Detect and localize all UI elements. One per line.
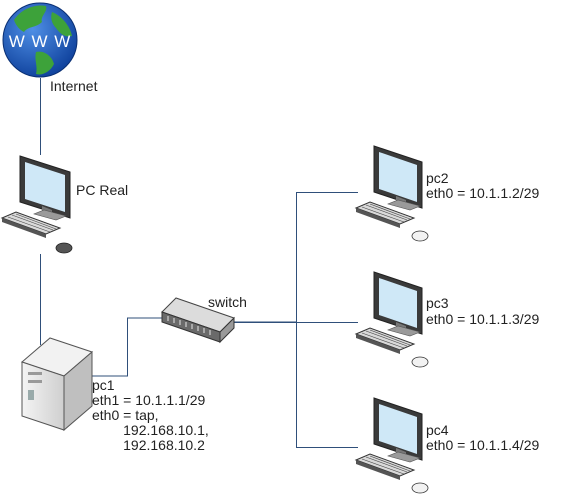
pc2-workstation-icon (354, 145, 429, 242)
pc1-eth1: eth1 = 10.1.1.1/29 (92, 392, 206, 408)
pc-real-label: PC Real (76, 182, 129, 198)
pc2-name: pc2 (426, 170, 449, 186)
pc1-ip-1: 192.168.10.1, (92, 422, 209, 438)
pc1-ip-2: 192.168.10.2 (92, 437, 205, 453)
pc2-eth0: eth0 = 10.1.1.2/29 (426, 185, 540, 201)
pc4-workstation-icon (354, 397, 429, 494)
pc1-name: pc1 (92, 377, 115, 393)
pc3-workstation-icon (354, 271, 429, 368)
pc2-mouse-icon (411, 230, 429, 242)
internet-label: Internet (50, 78, 98, 94)
link-pc1-switch (92, 317, 164, 377)
pc4-mouse-icon (411, 482, 429, 494)
pc3-eth0: eth0 = 10.1.1.3/29 (426, 311, 540, 327)
pc1-eth0: eth0 = tap, (92, 407, 159, 423)
switch-label: switch (208, 294, 247, 310)
pc4-eth0: eth0 = 10.1.1.4/29 (426, 437, 540, 453)
pc4-name: pc4 (426, 422, 449, 438)
pc3-mouse-icon (411, 356, 429, 368)
globe-www-text: W W W (9, 32, 72, 51)
pc3-name: pc3 (426, 295, 449, 311)
